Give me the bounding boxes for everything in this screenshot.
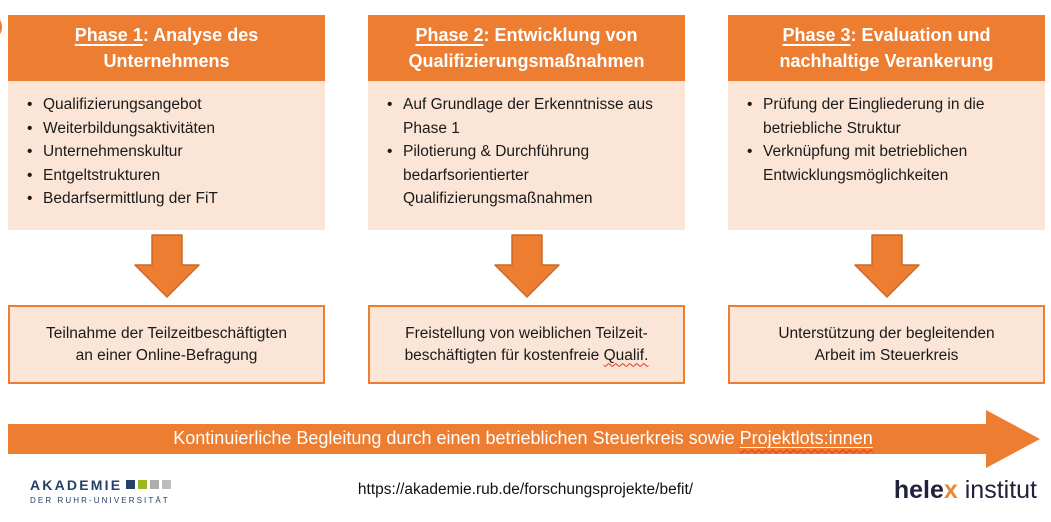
outcome-line: an einer Online-Befragung <box>10 345 323 367</box>
project-url: https://akademie.rub.de/forschungsprojek… <box>357 481 694 498</box>
down-arrow-icon <box>853 234 920 298</box>
square-gray-icon <box>150 480 160 489</box>
phase-2-label: Phase 2 <box>415 24 484 45</box>
phase-3-outcome-box: Unterstützung der begleitenden Arbeit im… <box>728 305 1045 384</box>
timeline-arrow-banner: Kontinuierliche Begleitung durch einen b… <box>8 410 1043 468</box>
square-gray-icon <box>162 480 172 489</box>
phase-2-outcome-box: Freistellung von weiblichen Teilzeit- be… <box>368 305 685 384</box>
bullet-item: Pilotierung & Durchführung bedarfsorient… <box>384 140 655 211</box>
outcome-line-text: Arbeit im Steuerkreis <box>814 346 959 364</box>
outcome-line: Arbeit im Steuerkreis <box>730 345 1043 367</box>
left-edge-arc-decoration <box>0 13 2 41</box>
bullet-item: Verknüpfung mit betrieblichen Entwicklun… <box>744 140 1015 187</box>
phase-3-bullet-list: Prüfung der Eingliederung in die betrieb… <box>744 93 1015 187</box>
helex-logo-x: x <box>943 476 958 504</box>
phase-3-header-rest: : Evaluation und <box>850 24 991 45</box>
phase-3-bullet-panel: Prüfung der Eingliederung in die betrieb… <box>728 81 1045 230</box>
akademie-wordmark: AKADEMIE <box>30 477 123 493</box>
phase-2-bullet-panel: Auf Grundlage der Erkenntnisse aus Phase… <box>368 81 685 230</box>
phase-2-bullet-list: Auf Grundlage der Erkenntnisse aus Phase… <box>384 93 655 211</box>
outcome-line: Freistellung von weiblichen Teilzeit- <box>405 324 648 342</box>
phase-1-header: Phase 1: Analyse des Unternehmens <box>8 15 325 81</box>
phase-1-bullet-panel: Qualifizierungsangebot Weiterbildungsakt… <box>8 81 325 230</box>
bullet-item: Weiterbildungsaktivitäten <box>24 117 295 141</box>
banner-text: Kontinuierliche Begleitung durch einen b… <box>173 428 740 448</box>
akademie-logo-row: AKADEMIE <box>30 477 172 493</box>
helex-logo: helex institut <box>894 476 1037 505</box>
outcome-line: Teilnahme der Teilzeitbeschäftigten <box>46 324 287 342</box>
phase-1-column: Phase 1: Analyse des Unternehmens Qualif… <box>8 15 325 387</box>
bullet-item: Bedarfsermittlung der FiT <box>24 187 295 211</box>
phase-2-arrow-wrap <box>368 230 685 298</box>
phase-1-arrow-wrap <box>8 230 325 298</box>
phase-1-header-line2: Unternehmens <box>103 51 230 71</box>
phase-3-column: Phase 3: Evaluation und nachhaltige Vera… <box>728 15 1045 387</box>
phase-2-header-line1: Phase 2: Entwicklung von <box>378 22 675 48</box>
phase-3-header: Phase 3: Evaluation und nachhaltige Vera… <box>728 15 1045 81</box>
banner-underlined-word: Projektlots:innen <box>739 428 873 448</box>
bullet-item: Prüfung der Eingliederung in die betrieb… <box>744 93 1015 140</box>
phase-3-label: Phase 3 <box>782 24 851 45</box>
phase-2-header-rest: : Entwicklung von <box>483 24 638 45</box>
phase-1-header-rest: : Analyse des <box>142 24 259 45</box>
bullet-item: Entgeltstrukturen <box>24 164 295 188</box>
outcome-line-text: beschäftigten für kostenfreie <box>404 346 604 364</box>
phase-2-header-line2: Qualifizierungsmaßnahmen <box>408 51 645 71</box>
akademie-squares-icon <box>126 480 172 489</box>
outcome-line: beschäftigten für kostenfreie Qualif. <box>370 345 683 367</box>
phase-1-label: Phase 1 <box>74 24 143 45</box>
phase-1-outcome-box: Teilnahme der Teilzeitbeschäftigten an e… <box>8 305 325 384</box>
phase-1-header-line1: Phase 1: Analyse des <box>18 22 315 48</box>
down-arrow-icon <box>133 234 200 298</box>
bullet-item: Auf Grundlage der Erkenntnisse aus Phase… <box>384 93 655 140</box>
timeline-arrow-bar: Kontinuierliche Begleitung durch einen b… <box>8 424 986 454</box>
bullet-item: Qualifizierungsangebot <box>24 93 295 117</box>
phase-3-header-line2: nachhaltige Verankerung <box>779 51 994 71</box>
helex-logo-part3: institut <box>957 476 1037 504</box>
phase-2-column: Phase 2: Entwicklung von Qualifizierungs… <box>368 15 685 387</box>
helex-logo-part1: hele <box>893 476 944 504</box>
square-navy-icon <box>126 480 136 489</box>
bullet-item: Unternehmenskultur <box>24 140 295 164</box>
phase-3-header-line1: Phase 3: Evaluation und <box>738 22 1035 48</box>
phase-1-bullet-list: Qualifizierungsangebot Weiterbildungsakt… <box>24 93 295 211</box>
akademie-logo: AKADEMIE DER RUHR-UNIVERSITÄT <box>30 477 172 505</box>
square-green-icon <box>138 480 148 489</box>
timeline-arrowhead <box>986 410 1040 468</box>
down-arrow-icon <box>493 234 560 298</box>
spellcheck-word: Qualif. <box>603 346 649 364</box>
banner-spellcheck-wrap: Projektlots:innen <box>740 428 873 448</box>
outcome-line: Unterstützung der begleitenden <box>778 324 995 342</box>
phase-2-header: Phase 2: Entwicklung von Qualifizierungs… <box>368 15 685 81</box>
outcome-line-text: an einer Online-Befragung <box>75 346 258 364</box>
akademie-subtitle: DER RUHR-UNIVERSITÄT <box>30 496 170 505</box>
phase-3-arrow-wrap <box>728 230 1045 298</box>
